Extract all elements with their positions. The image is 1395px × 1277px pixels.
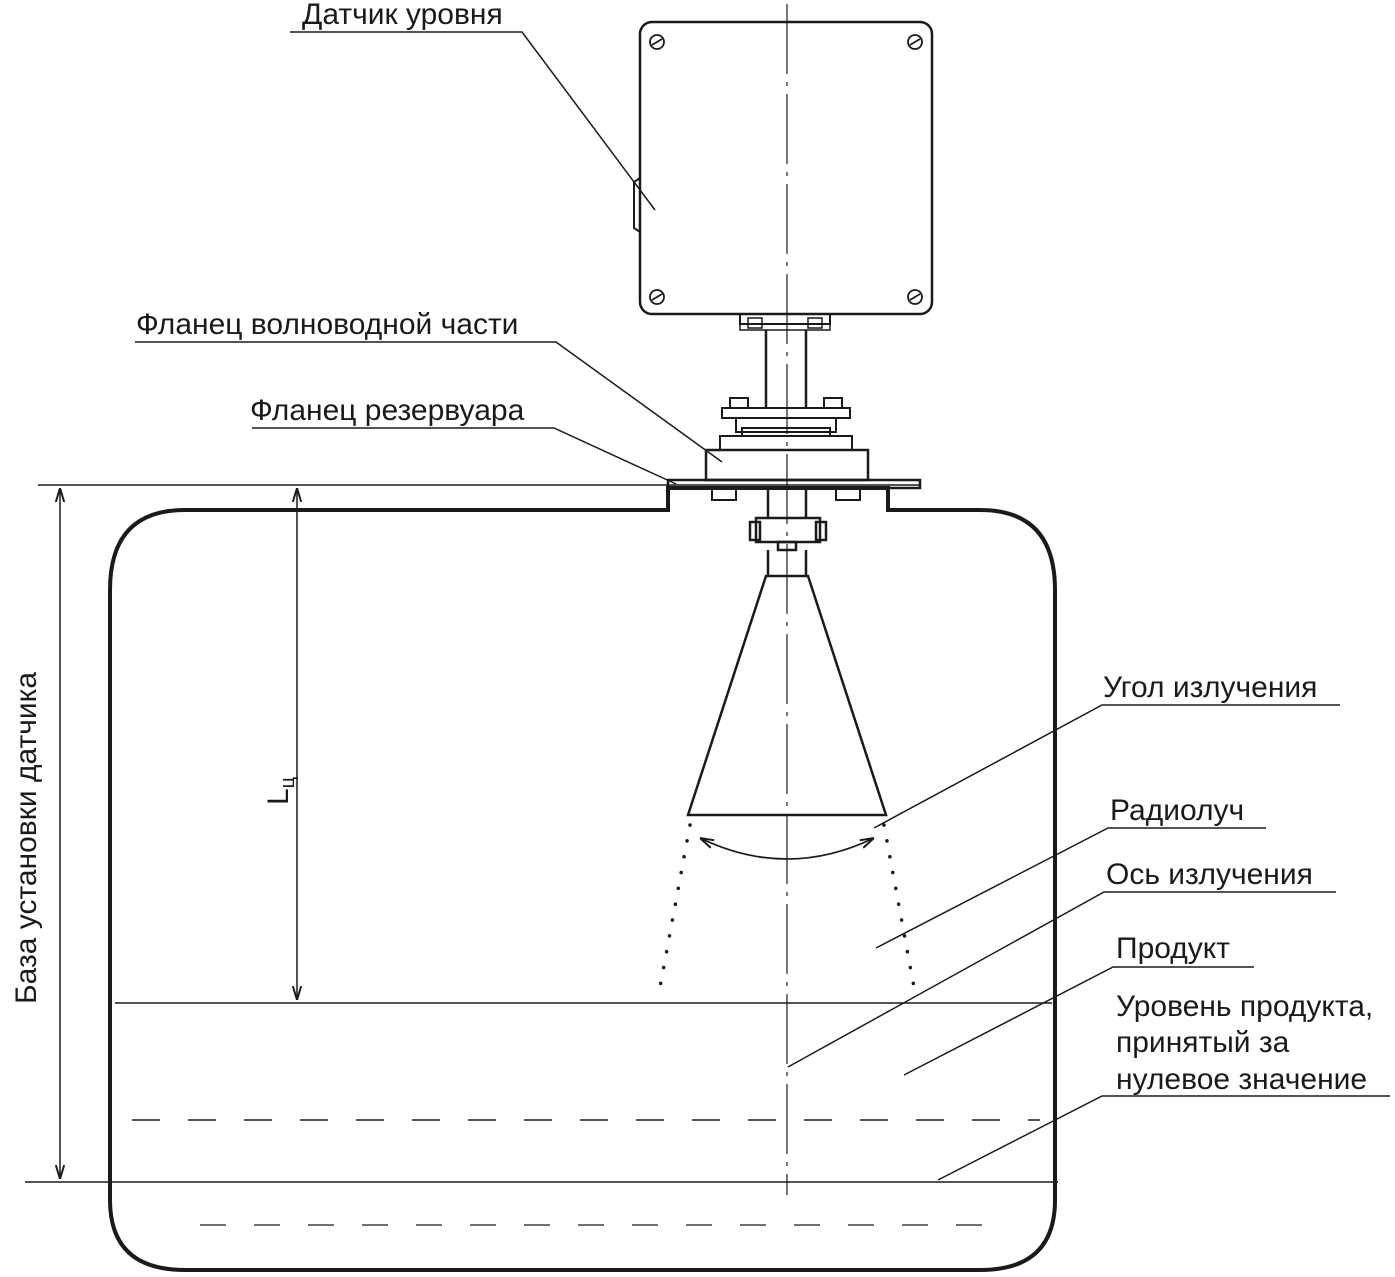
sensor-neck xyxy=(764,330,808,408)
flange-assembly xyxy=(666,397,922,501)
radio-beam-left xyxy=(656,823,692,1000)
label-zero-level-3: нулевое значение xyxy=(1116,1063,1367,1096)
emission-angle-arc xyxy=(700,838,874,860)
label-zero-level-1: Уровень продукта, xyxy=(1116,990,1373,1023)
base-dimension-label: База установки датчика xyxy=(10,672,43,1004)
leader-lines xyxy=(135,31,1390,1181)
tank-outline xyxy=(108,486,1057,1272)
label-zero-level-2: принятый за xyxy=(1116,1026,1290,1059)
label-radio-beam: Радиолуч xyxy=(1110,794,1244,827)
lc-dimension-label: Lц xyxy=(262,777,299,805)
sensor-housing xyxy=(633,20,934,331)
screw-icon xyxy=(649,34,923,305)
label-waveguide-flange: Фланец волноводной части xyxy=(136,308,518,341)
sensor-box xyxy=(638,20,934,316)
radio-beam-right xyxy=(882,823,918,1000)
tank-flange xyxy=(666,478,922,490)
tank-nozzle xyxy=(666,492,890,510)
svg-text:Lц: Lц xyxy=(262,777,299,805)
label-product: Продукт xyxy=(1116,932,1230,965)
label-sensor: Датчик уровня xyxy=(302,0,503,31)
label-emission-axis: Ось излучения xyxy=(1106,858,1313,891)
tank xyxy=(108,486,1057,1272)
label-tank-flange: Фланец резервуара xyxy=(250,394,525,427)
label-emission-angle: Угол излучения xyxy=(1103,671,1317,704)
waveguide-tube xyxy=(748,488,828,576)
horn-antenna xyxy=(686,574,888,817)
